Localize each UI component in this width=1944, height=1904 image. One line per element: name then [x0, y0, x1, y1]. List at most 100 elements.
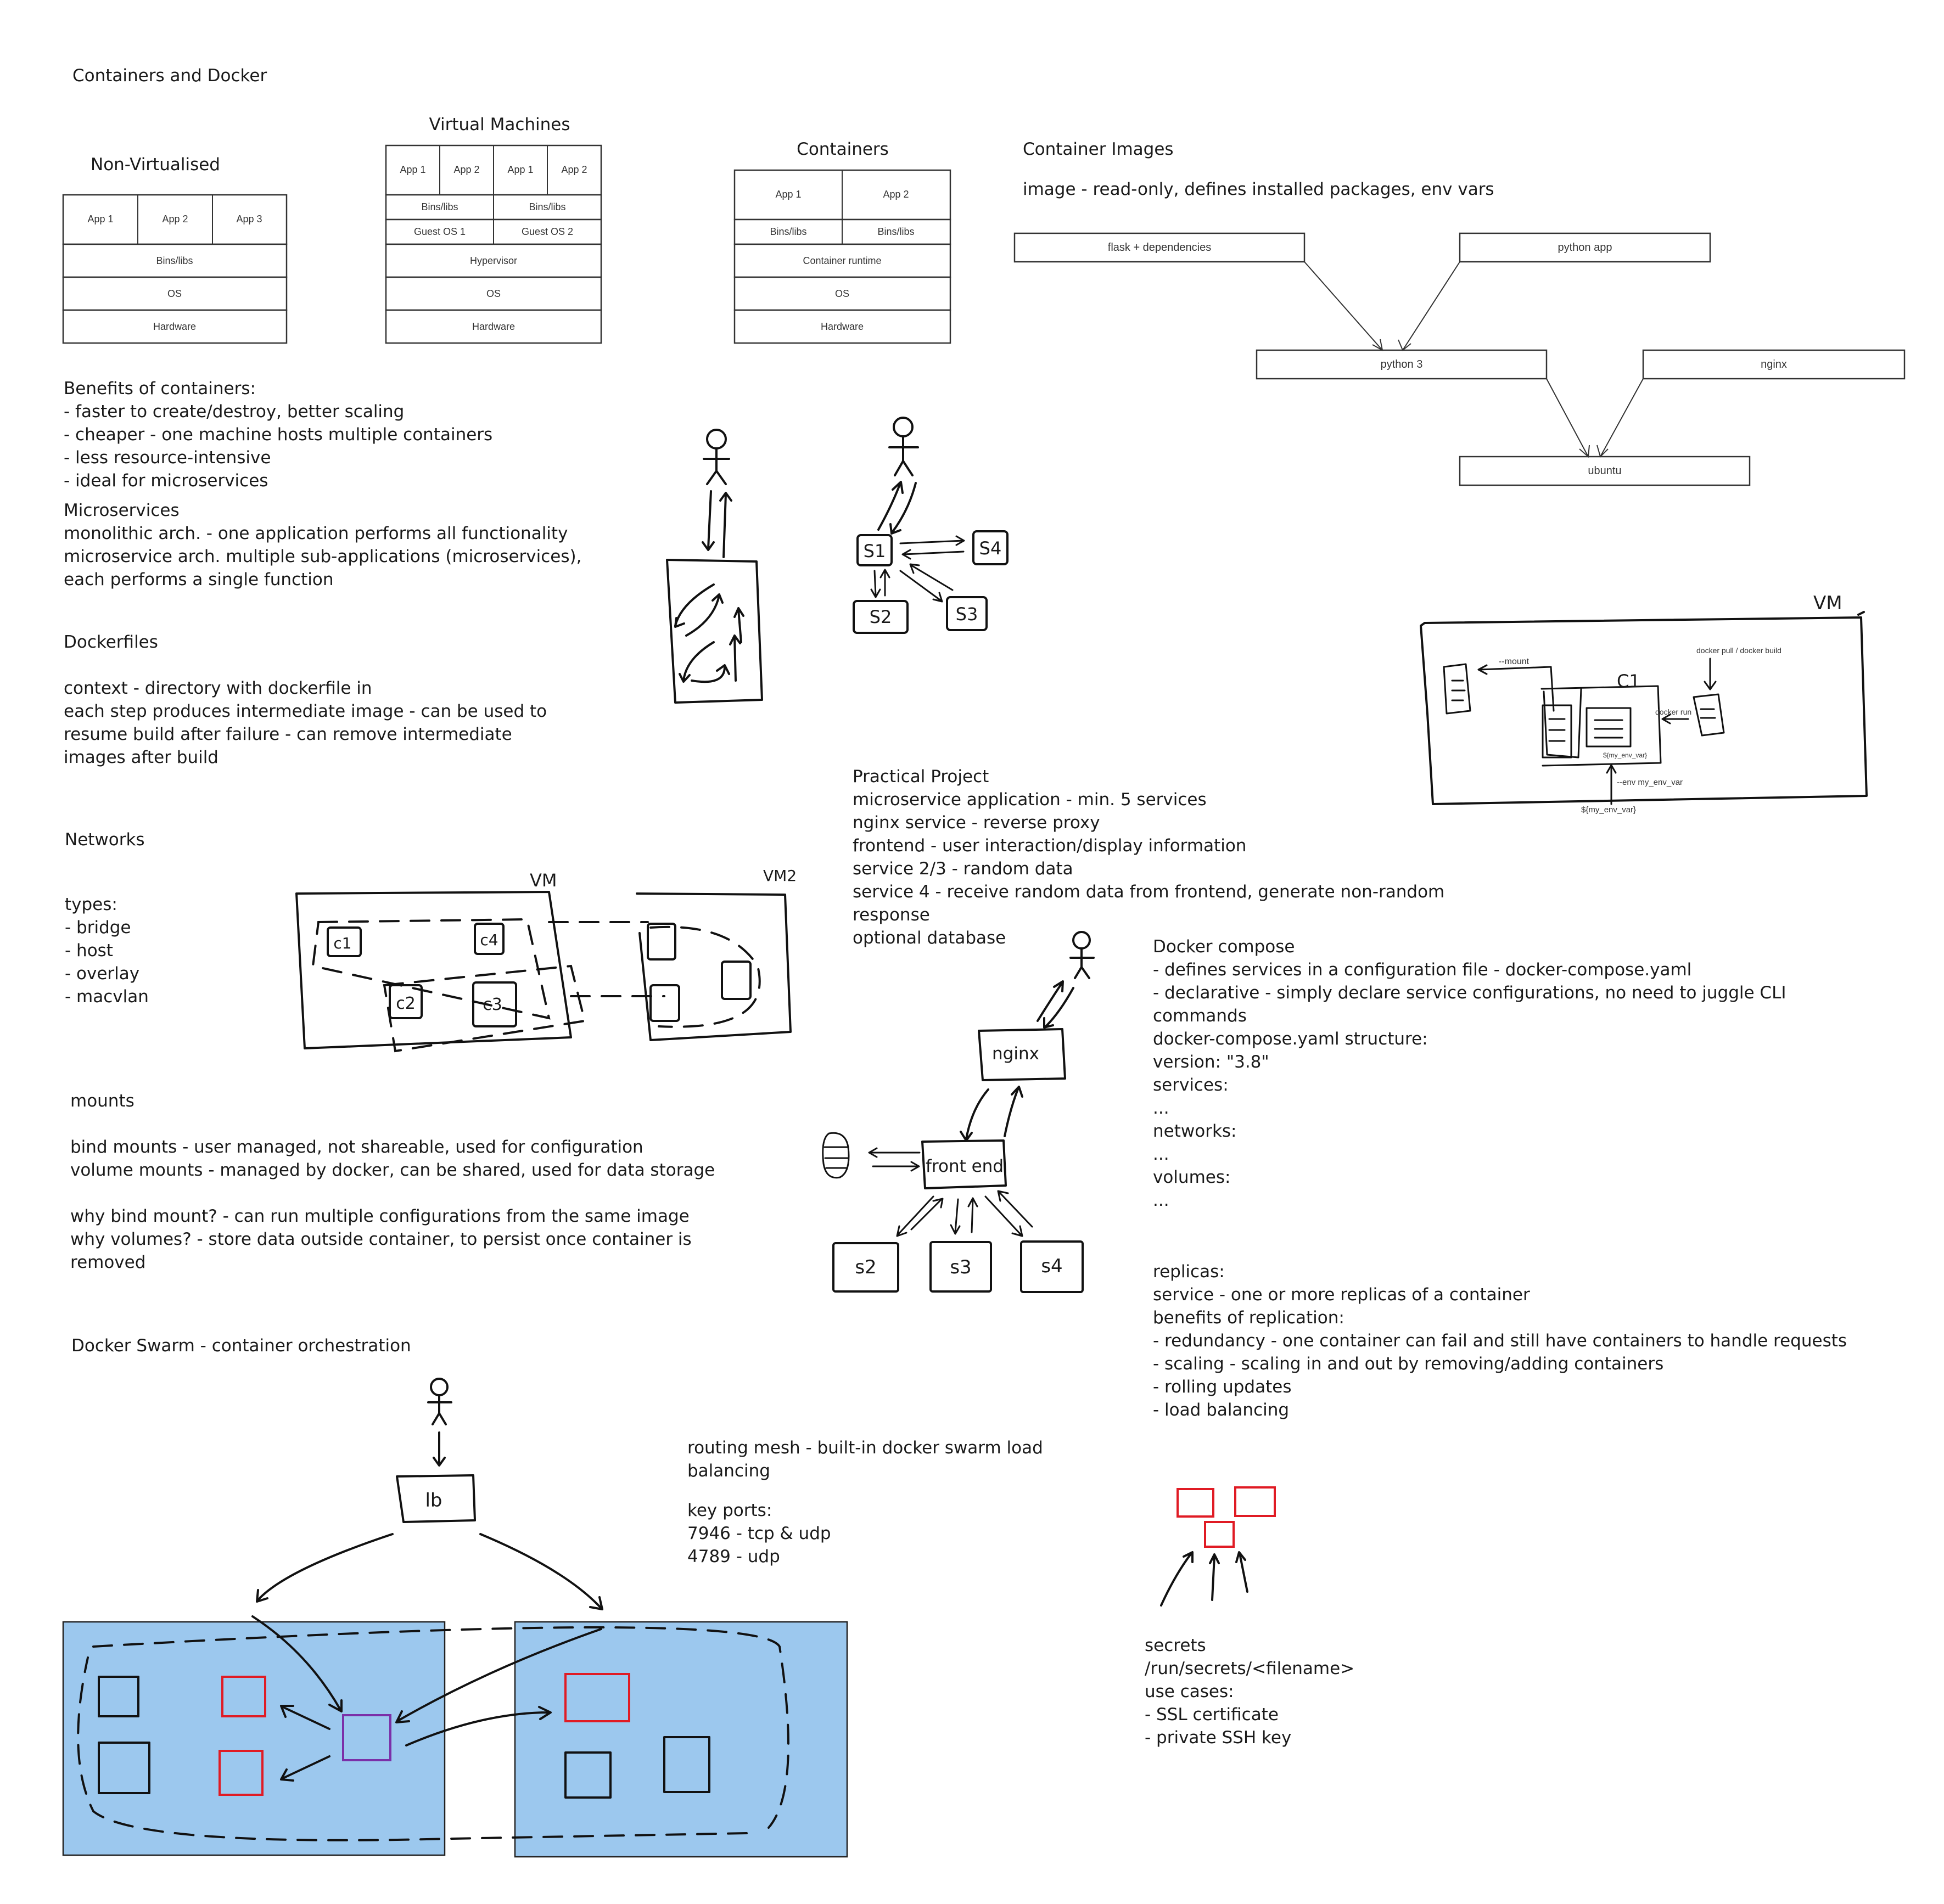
practical-line: optional database — [853, 928, 1006, 948]
containers-heading: Containers — [797, 139, 889, 159]
network-sketch: VM VM2 c1 c4 c2 c3 — [295, 867, 797, 1053]
svg-text:mounts bind mounts - use: mounts bind mounts - user managed, not s… — [70, 1091, 720, 1272]
images-heading: Container Images — [1023, 139, 1174, 159]
dockerfiles-line: resume build after failure - can remove … — [64, 724, 512, 744]
networks-line: types: — [65, 895, 117, 914]
compose-line: docker-compose.yaml structure: — [1153, 1029, 1428, 1049]
compose-line: services: — [1153, 1075, 1229, 1095]
compose-line: commands — [1153, 1006, 1247, 1026]
benefits-line: - cheaper - one machine hosts multiple c… — [64, 425, 492, 445]
nonvirt-layer: Bins/libs — [156, 255, 193, 266]
vm-label: VM — [1813, 592, 1842, 614]
vm-stack: Virtual Machines App 1 App 2 App 1 App 2… — [385, 115, 602, 344]
mounts-line: volume mounts - managed by docker, can b… — [70, 1160, 715, 1180]
container-images: Container Images image - read-only, defi… — [1013, 139, 1906, 486]
vm-env-in: ${my_env_var} — [1603, 751, 1647, 759]
vm-bins: Bins/libs — [421, 201, 458, 212]
practical-line: service 2/3 - random data — [853, 859, 1073, 879]
image-node: python app — [1558, 241, 1612, 254]
routing-line: balancing — [687, 1461, 770, 1481]
net-vm2-label: VM2 — [763, 867, 797, 885]
practical-line: frontend - user interaction/display info… — [853, 836, 1246, 856]
net-container-label: c4 — [480, 931, 498, 949]
image-node: python 3 — [1381, 358, 1423, 370]
benefits-block: Benefits of containers: - faster to crea… — [64, 379, 492, 491]
replicas-line: service - one or more replicas of a cont… — [1153, 1285, 1530, 1305]
swarm-sketch: lb — [62, 1378, 848, 1858]
containers-layer: Hardware — [821, 321, 864, 332]
svg-text:Networks types: -: Networks types: - bridge - host - overla… — [65, 830, 150, 1007]
containers-bins: Bins/libs — [877, 226, 914, 237]
vm-env-flag: --env my_env_var — [1617, 778, 1683, 787]
secrets-block: secrets /run/secrets/<filename> use case… — [1145, 1636, 1354, 1748]
vm-layer: Hardware — [472, 321, 515, 332]
vm-mount-label: --mount — [1499, 657, 1530, 666]
networks-line: - macvlan — [65, 987, 149, 1007]
image-node: nginx — [1761, 358, 1787, 370]
net-container-label: c2 — [396, 994, 416, 1013]
svg-text:routing mesh - built-in docker: routing mesh - built-in docker swarm loa… — [687, 1438, 1049, 1566]
vm-container-label: C1 — [1617, 671, 1640, 692]
image-node: ubuntu — [1588, 465, 1621, 477]
svg-text:Microservices monolithic: Microservices monolithic arch. - one app… — [64, 501, 587, 589]
mounts-line: bind mounts - user managed, not shareabl… — [70, 1137, 643, 1157]
routing-block: routing mesh - built-in docker swarm loa… — [687, 1438, 1049, 1566]
secrets-line: secrets — [1145, 1636, 1206, 1655]
compose-line: - declarative - simply declare service c… — [1153, 983, 1786, 1003]
replicas-block: replicas: service - one or more replicas… — [1153, 1262, 1847, 1420]
mounts-line: removed — [70, 1253, 145, 1272]
microservices-line: Microservices — [64, 501, 180, 520]
dockerfiles-line: Dockerfiles — [64, 632, 158, 652]
containers-bins: Bins/libs — [770, 226, 806, 237]
svg-text:Docker compose - defines: Docker compose - defines services in a c… — [1153, 937, 1791, 1210]
image-node: flask + dependencies — [1108, 241, 1211, 254]
microservices-line: monolithic arch. - one application perfo… — [64, 524, 568, 543]
nonvirt-app: App 3 — [236, 214, 262, 224]
containers-stack: Containers App 1 App 2 Bins/libs Bins/li… — [733, 139, 951, 344]
dockerfiles-block: Dockerfiles context - directory with doc… — [64, 632, 547, 767]
project-node-label: front end — [926, 1156, 1004, 1176]
microservice-sketch: S1 S4 S2 S3 — [853, 417, 1009, 634]
compose-line: volumes: — [1153, 1167, 1230, 1187]
swarm-heading: Docker Swarm - container orchestration — [71, 1336, 411, 1356]
vm-heading: Virtual Machines — [429, 115, 570, 134]
project-node-label: s2 — [855, 1256, 876, 1278]
containers-layer: OS — [835, 288, 849, 299]
routing-line: routing mesh - built-in docker swarm loa… — [687, 1438, 1043, 1458]
networks-block: Networks types: - bridge - host - overla… — [65, 830, 150, 1007]
compose-line: networks: — [1153, 1121, 1237, 1141]
benefits-line: - ideal for microservices — [64, 471, 268, 491]
vm-guest-os: Guest OS 1 — [414, 226, 466, 237]
networks-line: - bridge — [65, 918, 131, 937]
mounts-line: mounts — [70, 1091, 135, 1111]
microservices-block: Microservices monolithic arch. - one app… — [64, 501, 587, 589]
compose-line: Docker compose — [1153, 937, 1295, 957]
monolith-sketch — [666, 429, 763, 704]
vm-app: App 2 — [453, 164, 479, 175]
replicas-line: benefits of replication: — [1153, 1308, 1344, 1328]
practical-line: microservice application - min. 5 servic… — [853, 790, 1207, 810]
routing-line: key ports: — [687, 1501, 772, 1520]
practical-line: response — [853, 905, 930, 925]
secrets-line: - private SSH key — [1145, 1728, 1291, 1748]
vm-env-out: ${my_env_var} — [1581, 805, 1636, 815]
networks-line: - host — [65, 941, 113, 961]
micro-node-label: S1 — [864, 541, 886, 561]
vm-app: App 1 — [507, 164, 533, 175]
dockerfiles-line: each step produces intermediate image - … — [64, 701, 547, 721]
net-vm-label: VM — [530, 870, 557, 891]
replicas-line: - scaling - scaling in and out by removi… — [1153, 1354, 1663, 1374]
nonvirt-app: App 2 — [162, 214, 188, 224]
micro-node-label: S4 — [979, 538, 1002, 559]
replicas-line: - rolling updates — [1153, 1377, 1291, 1397]
net-container-label: c1 — [333, 934, 351, 952]
project-sketch: nginx front end s2 s3 s4 — [822, 931, 1095, 1293]
net-container-label: c3 — [483, 995, 502, 1014]
vm-guest-os: Guest OS 2 — [522, 226, 573, 237]
microservices-line: microservice arch. multiple sub-applicat… — [64, 547, 581, 566]
micro-node-label: S2 — [870, 606, 892, 627]
mounts-block: mounts bind mounts - user managed, not s… — [70, 1091, 720, 1272]
routing-line: 7946 - tcp & udp — [687, 1524, 831, 1543]
